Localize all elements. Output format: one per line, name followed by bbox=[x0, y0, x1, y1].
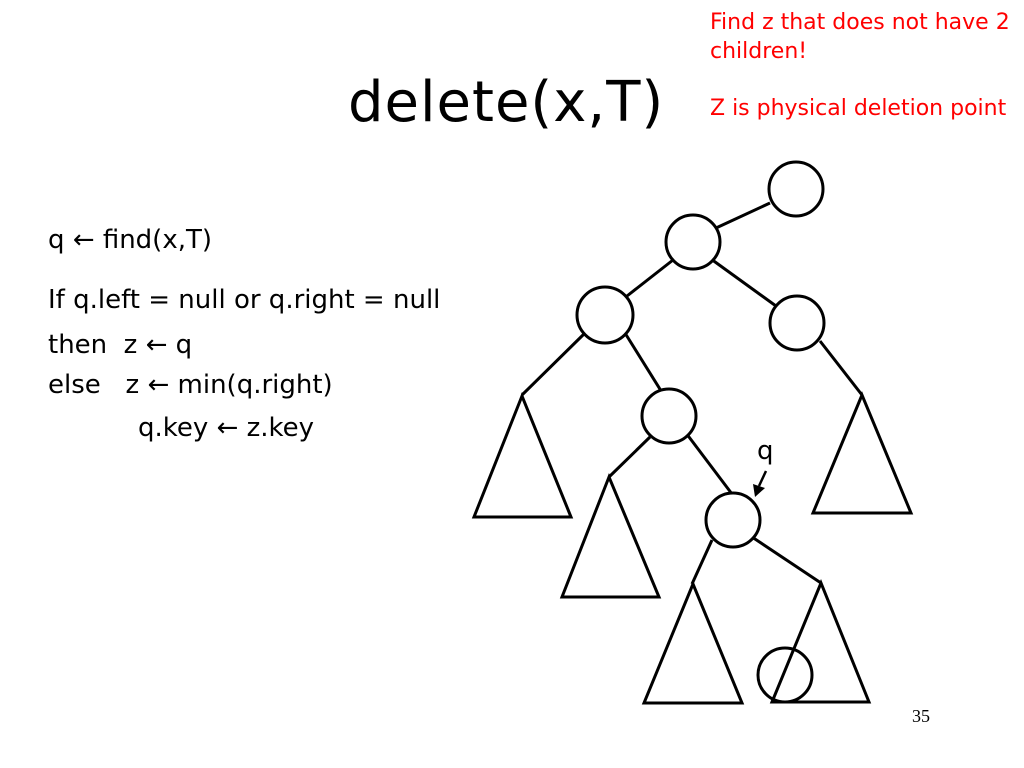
tree-edge bbox=[715, 201, 771, 230]
slide-number: 35 bbox=[912, 706, 930, 726]
tree-node-q bbox=[704, 491, 762, 549]
tree-node-min bbox=[756, 646, 814, 704]
subtree-triangle bbox=[810, 391, 914, 515]
pointer-arrow bbox=[757, 470, 768, 487]
tree-node bbox=[640, 387, 698, 445]
tree-edge bbox=[690, 539, 714, 585]
tree-edge bbox=[626, 258, 674, 298]
code-line-if: If q.left = null or q.right = null bbox=[48, 285, 441, 315]
subtree-triangle bbox=[559, 472, 662, 599]
pointer-arrowhead bbox=[753, 484, 765, 497]
tree-edge bbox=[607, 435, 652, 479]
tree-edge bbox=[684, 432, 734, 495]
tree-edge bbox=[623, 332, 665, 395]
tree-edge bbox=[520, 331, 587, 397]
slide-title: delete(x,T) bbox=[348, 70, 665, 135]
note-deletion-point: Z is physical deletion point bbox=[710, 96, 1007, 121]
code-line-find: q ← find(x,T) bbox=[48, 225, 212, 255]
code-line-then: then z ← q bbox=[48, 330, 193, 360]
subtree-triangle bbox=[769, 579, 872, 704]
tree-node-root bbox=[767, 160, 825, 218]
tree-node bbox=[768, 294, 826, 352]
tree-edge bbox=[751, 535, 822, 585]
subtree-triangle bbox=[471, 391, 574, 519]
code-line-else: else z ← min(q.right) bbox=[48, 370, 333, 400]
pointer-label-q: q bbox=[757, 436, 774, 466]
tree-node bbox=[664, 213, 722, 271]
note-find-z: Find z that does not have 2 children! bbox=[710, 10, 1010, 64]
tree-node bbox=[575, 285, 635, 345]
tree-edge bbox=[818, 340, 864, 396]
tree-edge bbox=[710, 257, 777, 308]
subtree-triangle bbox=[641, 580, 745, 705]
code-line-key-copy: q.key ← z.key bbox=[138, 413, 315, 443]
